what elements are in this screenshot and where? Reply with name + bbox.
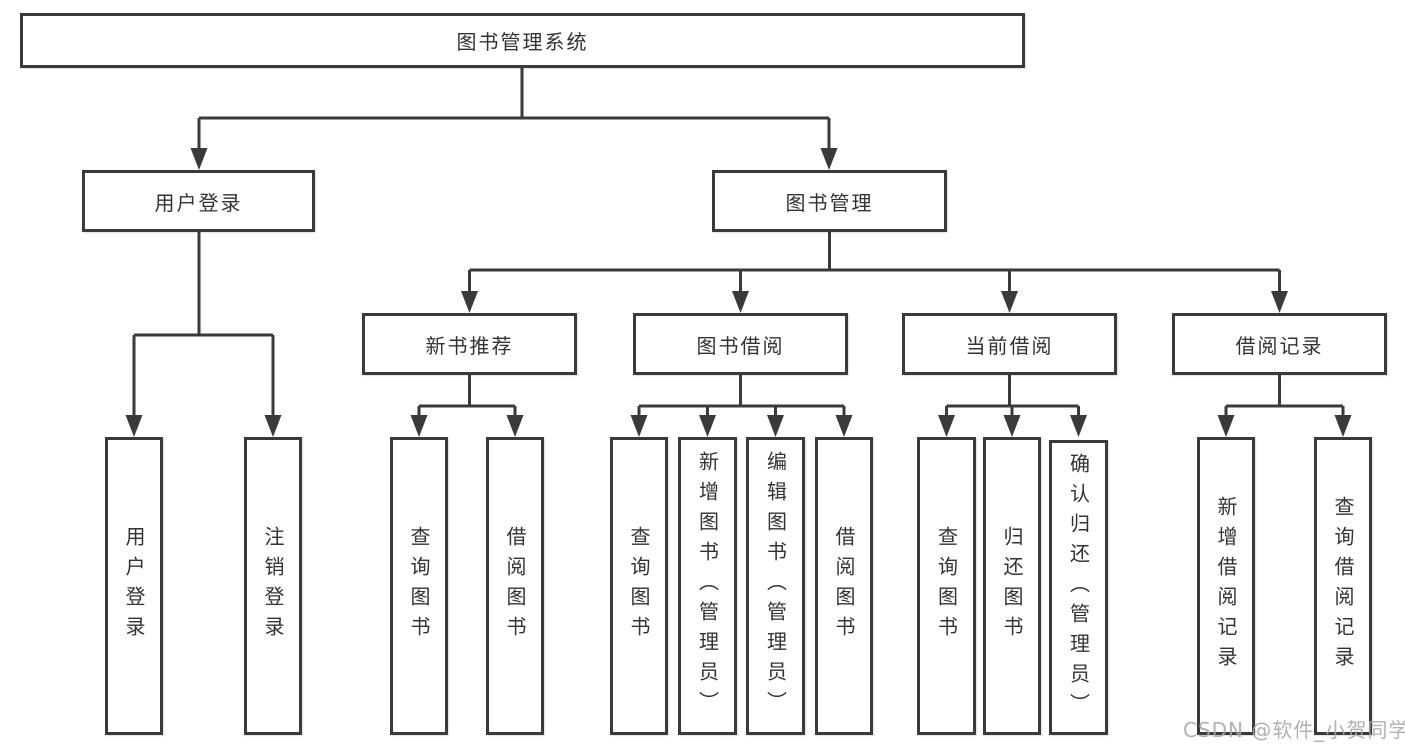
node-borrowing-records: 借阅记录 bbox=[1172, 313, 1387, 375]
node-user-login: 用户登录 bbox=[82, 170, 315, 232]
leaf-user-login: 用户登录 bbox=[105, 437, 163, 735]
leaf-cb-query-books: 查询图书 bbox=[917, 437, 976, 735]
leaf-bb-edit-books: 编辑图书（管理员） bbox=[746, 437, 805, 735]
node-new-book-recommend: 新书推荐 bbox=[362, 313, 577, 375]
leaf-bb-query-books: 查询图书 bbox=[610, 437, 668, 735]
node-root: 图书管理系统 bbox=[20, 13, 1025, 68]
leaf-br-add-record: 新增借阅记录 bbox=[1197, 437, 1255, 735]
node-current-borrowing: 当前借阅 bbox=[902, 313, 1117, 375]
node-book-borrowing: 图书借阅 bbox=[633, 313, 848, 375]
leaf-logout: 注销登录 bbox=[244, 437, 302, 735]
leaf-bb-add-books: 新增图书（管理员） bbox=[678, 437, 737, 735]
leaf-bb-borrow-books: 借阅图书 bbox=[815, 437, 873, 735]
leaf-cb-return-books: 归还图书 bbox=[983, 437, 1041, 735]
leaf-nbr-borrow-books: 借阅图书 bbox=[486, 437, 544, 735]
csdn-watermark: CSDN @软件_小贺同学 bbox=[1183, 718, 1405, 742]
node-book-management: 图书管理 bbox=[712, 170, 947, 232]
leaf-br-query-record: 查询借阅记录 bbox=[1314, 437, 1372, 735]
leaf-nbr-query-books: 查询图书 bbox=[390, 437, 448, 735]
leaf-cb-confirm-return: 确认归还（管理员） bbox=[1049, 440, 1108, 735]
